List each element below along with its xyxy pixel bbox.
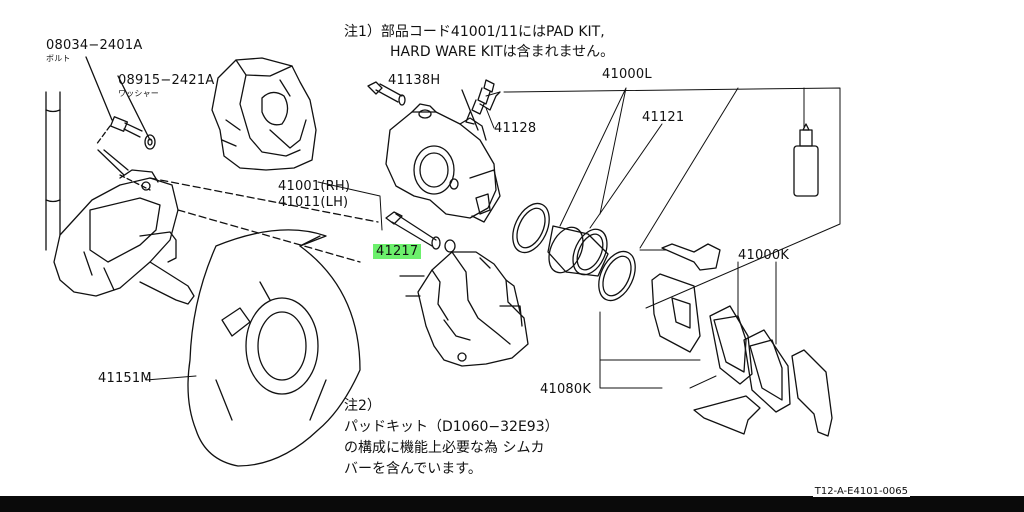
label-41151m: 41151M <box>98 371 152 386</box>
label-41001: 41001(RH) <box>278 179 351 194</box>
label-41217: 41217 <box>373 244 422 259</box>
note1-line1: 注1）部品コード41001/11にはPAD KIT, <box>344 24 605 40</box>
label-41011: 41011(LH) <box>278 195 349 210</box>
grease-tube <box>793 123 819 197</box>
highlight-41217: 41217 <box>373 244 422 259</box>
label-41138h: 41138H <box>388 73 441 88</box>
label-bolt-name: ボルト <box>46 54 71 63</box>
label-41128: 41128 <box>494 121 537 136</box>
strut-knuckle <box>45 91 379 305</box>
caliper-body <box>385 89 501 223</box>
bleeder-screw <box>465 79 501 125</box>
guide-pin-bottom <box>385 211 456 253</box>
pad-shims <box>651 243 833 437</box>
label-washer-name: ワッシャー <box>118 89 159 98</box>
note2-title: 注2） <box>344 398 381 414</box>
caliper-bracket <box>399 251 529 367</box>
label-bolt-code: 08034−2401A <box>46 38 143 53</box>
footer-bar <box>0 496 1024 512</box>
note2-line1: パッドキット（D1060−32E93） <box>344 419 559 435</box>
dust-shield <box>187 229 361 467</box>
bolt-and-washer <box>85 56 156 150</box>
note1-line2: HARD WARE KITは含まれません。 <box>390 44 615 60</box>
note2-line2: の構成に機能上必要な為 シムカ <box>344 440 545 456</box>
caliper-assembly-top <box>211 57 317 171</box>
label-41000k: 41000K <box>738 248 790 263</box>
label-41000l: 41000L <box>602 67 652 82</box>
drawing-code: T12-A-E4101-0065 <box>812 486 910 497</box>
guide-pin-top <box>367 81 406 106</box>
brake-pads <box>709 305 791 413</box>
label-washer-code: 08915−2421A <box>118 73 215 88</box>
leader-lines <box>145 87 841 389</box>
label-41121: 41121 <box>642 110 685 125</box>
label-41080k: 41080K <box>540 382 592 397</box>
piston-seal-set <box>512 202 636 302</box>
note2-line3: バーを含んでいます。 <box>344 461 482 477</box>
